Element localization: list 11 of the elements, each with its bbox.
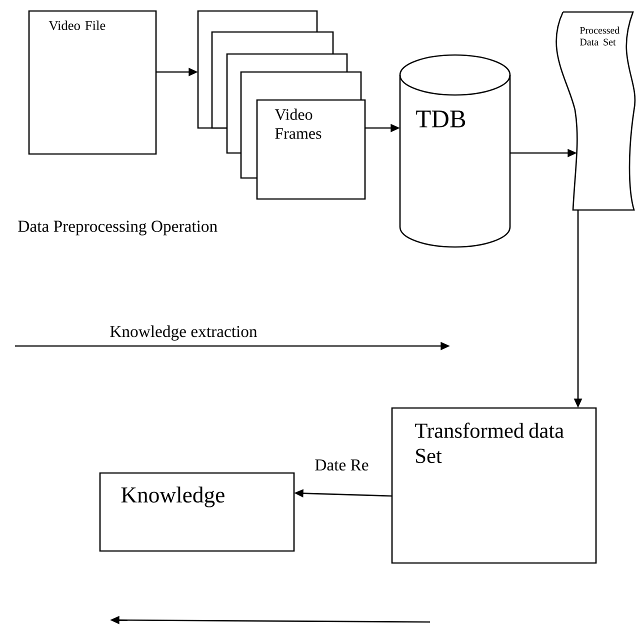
frame-stack: Video Frames [197,10,366,200]
label-text: Date Re [315,459,368,471]
node-label: Frames [275,128,322,139]
file-box: Video File [28,10,157,155]
caption-text: Data Preprocessing Operation [18,220,218,236]
arrow-label: Knowledge extraction [110,325,258,341]
document-shape: Processed Data Set [556,11,636,211]
node-label: TDB [416,110,466,128]
process-box: Transformed data Set [391,407,597,564]
process-box: Knowledge [99,472,295,552]
database-cylinder: TDB [399,54,511,248]
